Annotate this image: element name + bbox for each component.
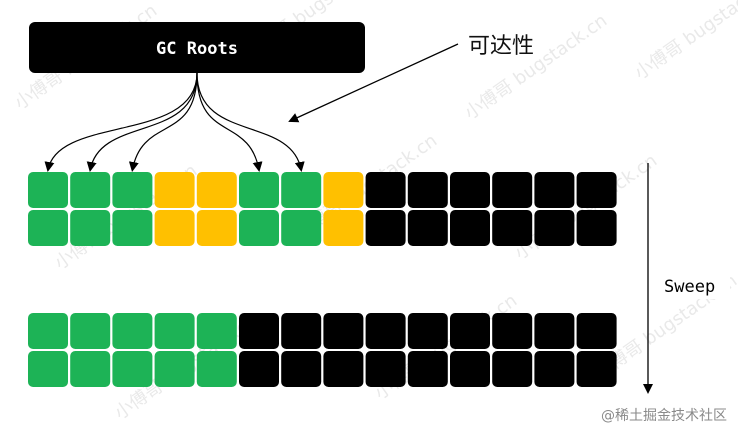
- after-cell-free: [576, 351, 617, 387]
- before-cell-live: [28, 172, 68, 208]
- after-cell-free: [365, 313, 406, 349]
- before-cell-live: [239, 210, 279, 246]
- after-cell-free: [323, 313, 364, 349]
- after-cell-live: [154, 351, 195, 387]
- watermark-tile: 小傅哥 bugstack.cn: [631, 0, 738, 84]
- after-cell-free: [576, 313, 617, 349]
- before-cell-garbage: [196, 210, 237, 246]
- after-cell-live: [196, 313, 237, 349]
- before-cell-free: [450, 210, 490, 246]
- before-cell-free: [365, 172, 406, 208]
- after-cell-live: [70, 313, 111, 349]
- after-cell-live: [28, 313, 68, 349]
- root-reference-arrow: [44, 72, 198, 172]
- root-reference-arrows: [44, 72, 305, 172]
- sweep-label: Sweep: [664, 277, 715, 297]
- before-cell-live: [70, 210, 111, 246]
- before-cell-free: [450, 172, 490, 208]
- gc-roots-label: GC Roots: [156, 39, 238, 59]
- before-cell-free: [576, 210, 617, 246]
- after-cell-free: [281, 351, 322, 387]
- before-cell-garbage: [154, 172, 195, 208]
- after-cell-free: [239, 313, 279, 349]
- after-cell-free: [534, 313, 575, 349]
- after-cell-free: [281, 313, 322, 349]
- before-cell-garbage: [196, 172, 237, 208]
- after-cell-free: [239, 351, 279, 387]
- root-reference-arrow: [128, 72, 198, 172]
- corner-watermark: @稀土掘金技术社区: [601, 408, 727, 424]
- sweep-label-bg: [660, 273, 730, 299]
- before-cell-free: [534, 172, 575, 208]
- reachability-label: 可达性: [468, 34, 534, 59]
- before-cell-live: [239, 172, 279, 208]
- after-cell-free: [450, 313, 490, 349]
- after-cell-free: [492, 313, 533, 349]
- before-cell-free: [576, 172, 617, 208]
- before-cell-garbage: [323, 172, 364, 208]
- before-cell-free: [365, 210, 406, 246]
- after-cell-free: [534, 351, 575, 387]
- before-cell-live: [70, 172, 111, 208]
- root-reference-arrow: [86, 72, 198, 172]
- after-cell-live: [196, 351, 237, 387]
- after-cell-free: [407, 313, 448, 349]
- after-cell-free: [365, 351, 406, 387]
- reachability-arrow: [288, 43, 459, 123]
- after-cell-live: [154, 313, 195, 349]
- after-cell-live: [112, 351, 153, 387]
- after-cell-free: [450, 351, 490, 387]
- before-cell-free: [492, 210, 533, 246]
- before-cell-live: [28, 210, 68, 246]
- after-cell-free: [407, 351, 448, 387]
- root-reference-arrow: [196, 72, 263, 172]
- before-cell-free: [492, 172, 533, 208]
- after-cell-free: [323, 351, 364, 387]
- before-cell-free: [407, 172, 448, 208]
- before-cell-garbage: [323, 210, 364, 246]
- before-cell-live: [112, 210, 153, 246]
- after-cell-live: [70, 351, 111, 387]
- before-cell-free: [407, 210, 448, 246]
- after-cell-free: [492, 351, 533, 387]
- gc-roots-box: [29, 22, 365, 73]
- before-cell-live: [112, 172, 153, 208]
- before-cell-free: [534, 210, 575, 246]
- after-cell-live: [112, 313, 153, 349]
- before-cell-live: [281, 172, 322, 208]
- heap-before-sweep: [28, 172, 617, 246]
- before-cell-live: [281, 210, 322, 246]
- root-reference-arrow: [196, 72, 305, 172]
- before-cell-garbage: [154, 210, 195, 246]
- heap-after-sweep: [28, 313, 617, 387]
- after-cell-live: [28, 351, 68, 387]
- watermark-tile: 小傅哥 bugstack.cn: [461, 10, 611, 124]
